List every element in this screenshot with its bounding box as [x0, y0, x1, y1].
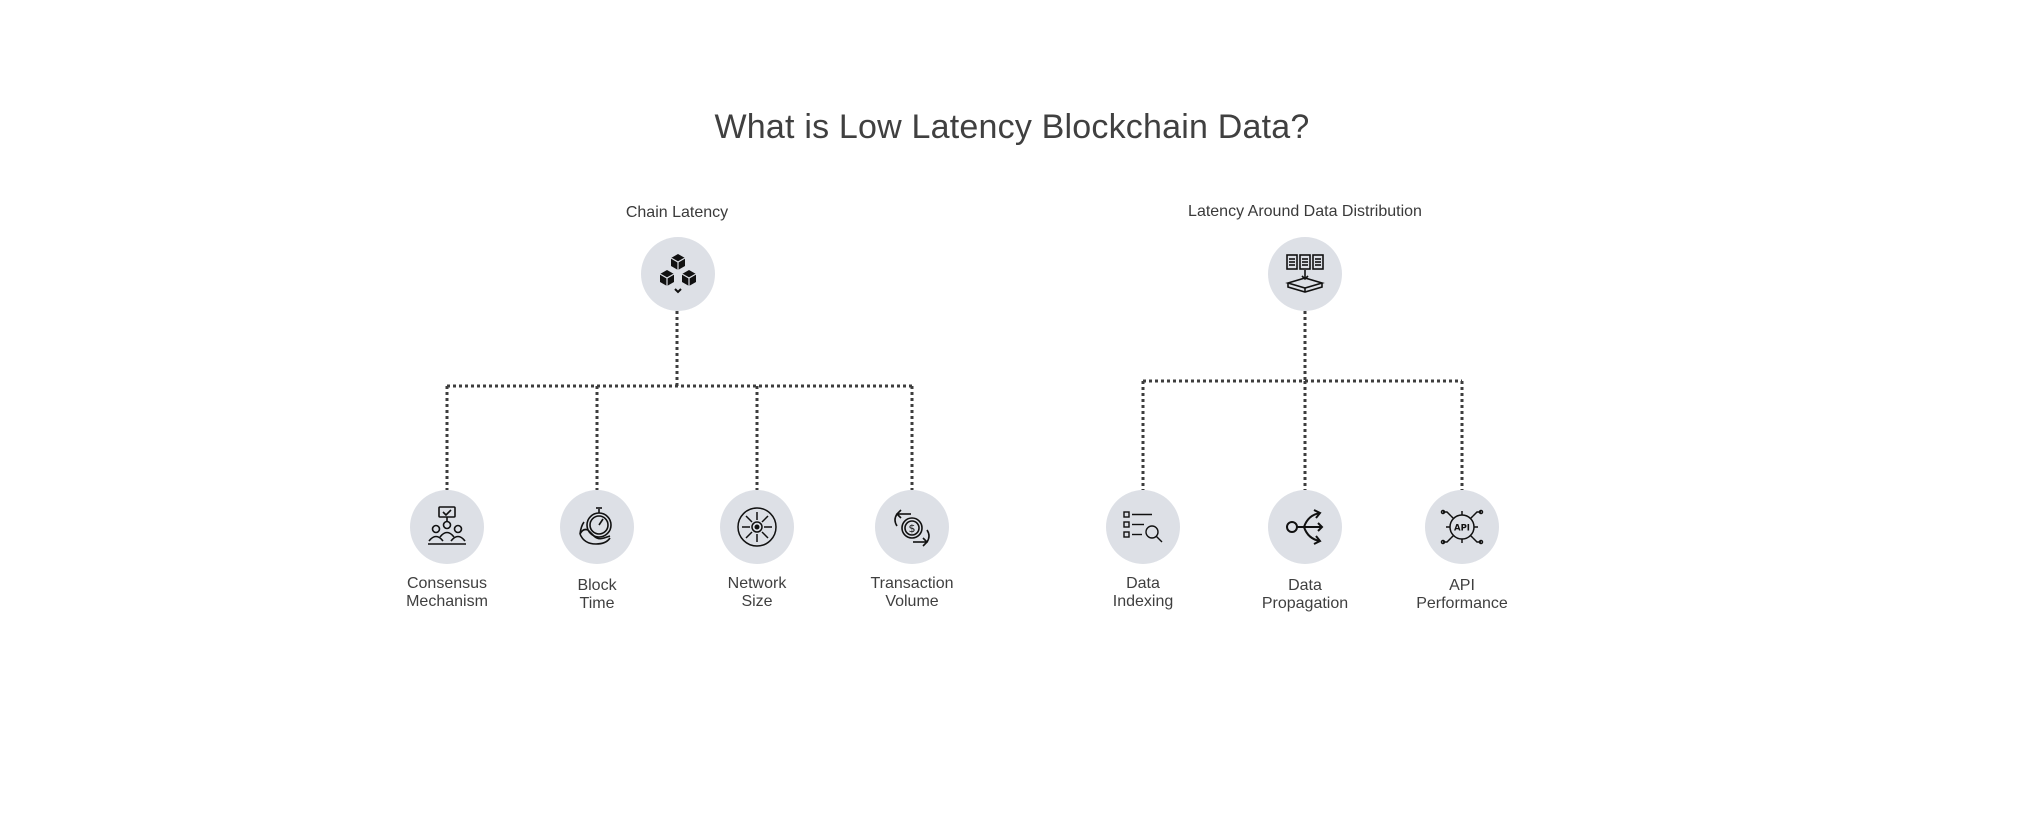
leaf-label-line2: Volume	[885, 593, 939, 610]
svg-text:$: $	[909, 522, 916, 535]
cubes-icon	[659, 254, 697, 294]
group-label-chain-latency: Chain Latency	[625, 204, 729, 221]
group-label-data-distribution: Latency Around Data Distribution	[1188, 203, 1422, 220]
leaf-label-data-indexing: Data Indexing	[1113, 575, 1174, 611]
node-network-size	[720, 490, 794, 564]
leaf-label-line1: Data	[1288, 577, 1322, 594]
consensus-people-icon	[428, 506, 466, 545]
leaf-label-line1: Consensus	[406, 575, 488, 592]
leaf-label-api-performance: API Performance	[1416, 577, 1508, 613]
network-hub-icon	[737, 507, 777, 547]
node-transaction-volume: $	[875, 490, 949, 564]
leaf-label-line1: Block	[577, 577, 617, 594]
api-gear-icon: API	[1440, 509, 1484, 545]
leaf-label-transaction-volume: Transaction Volume	[871, 575, 954, 611]
leaf-label-line2: Performance	[1416, 595, 1508, 612]
leaf-label-line2: Time	[579, 595, 615, 612]
leaf-label-line2: Mechanism	[406, 593, 488, 610]
leaf-label-line1: Transaction	[870, 575, 954, 592]
node-data-distribution	[1268, 237, 1342, 311]
dollar-exchange-icon: $	[894, 509, 930, 547]
leaf-label-block-time: Block Time	[577, 577, 616, 613]
node-consensus-mechanism	[410, 490, 484, 564]
list-search-icon	[1123, 511, 1163, 543]
leaf-label-line1: Data	[1126, 575, 1160, 592]
branch-arrows-icon	[1286, 509, 1324, 545]
documents-server-icon	[1285, 254, 1325, 293]
leaf-label-line2: Propagation	[1261, 595, 1349, 612]
leaf-label-consensus-mechanism: Consensus Mechanism	[406, 575, 488, 611]
leaf-label-line2: Indexing	[1112, 593, 1174, 610]
leaf-label-line2: Size	[741, 593, 773, 610]
node-data-indexing	[1106, 490, 1180, 564]
leaf-label-data-propagation: Data Propagation	[1262, 577, 1348, 613]
node-api-performance: API	[1425, 490, 1499, 564]
node-block-time	[560, 490, 634, 564]
node-chain-latency	[641, 237, 715, 311]
page-title: What is Low Latency Blockchain Data?	[714, 108, 1310, 146]
leaf-label-line1: API	[1449, 577, 1475, 594]
node-data-propagation	[1268, 490, 1342, 564]
leaf-label-network-size: Network Size	[728, 575, 787, 611]
leaf-label-line1: Network	[727, 575, 787, 592]
stopwatch-hand-icon	[579, 507, 612, 545]
svg-text:API: API	[1454, 524, 1470, 534]
